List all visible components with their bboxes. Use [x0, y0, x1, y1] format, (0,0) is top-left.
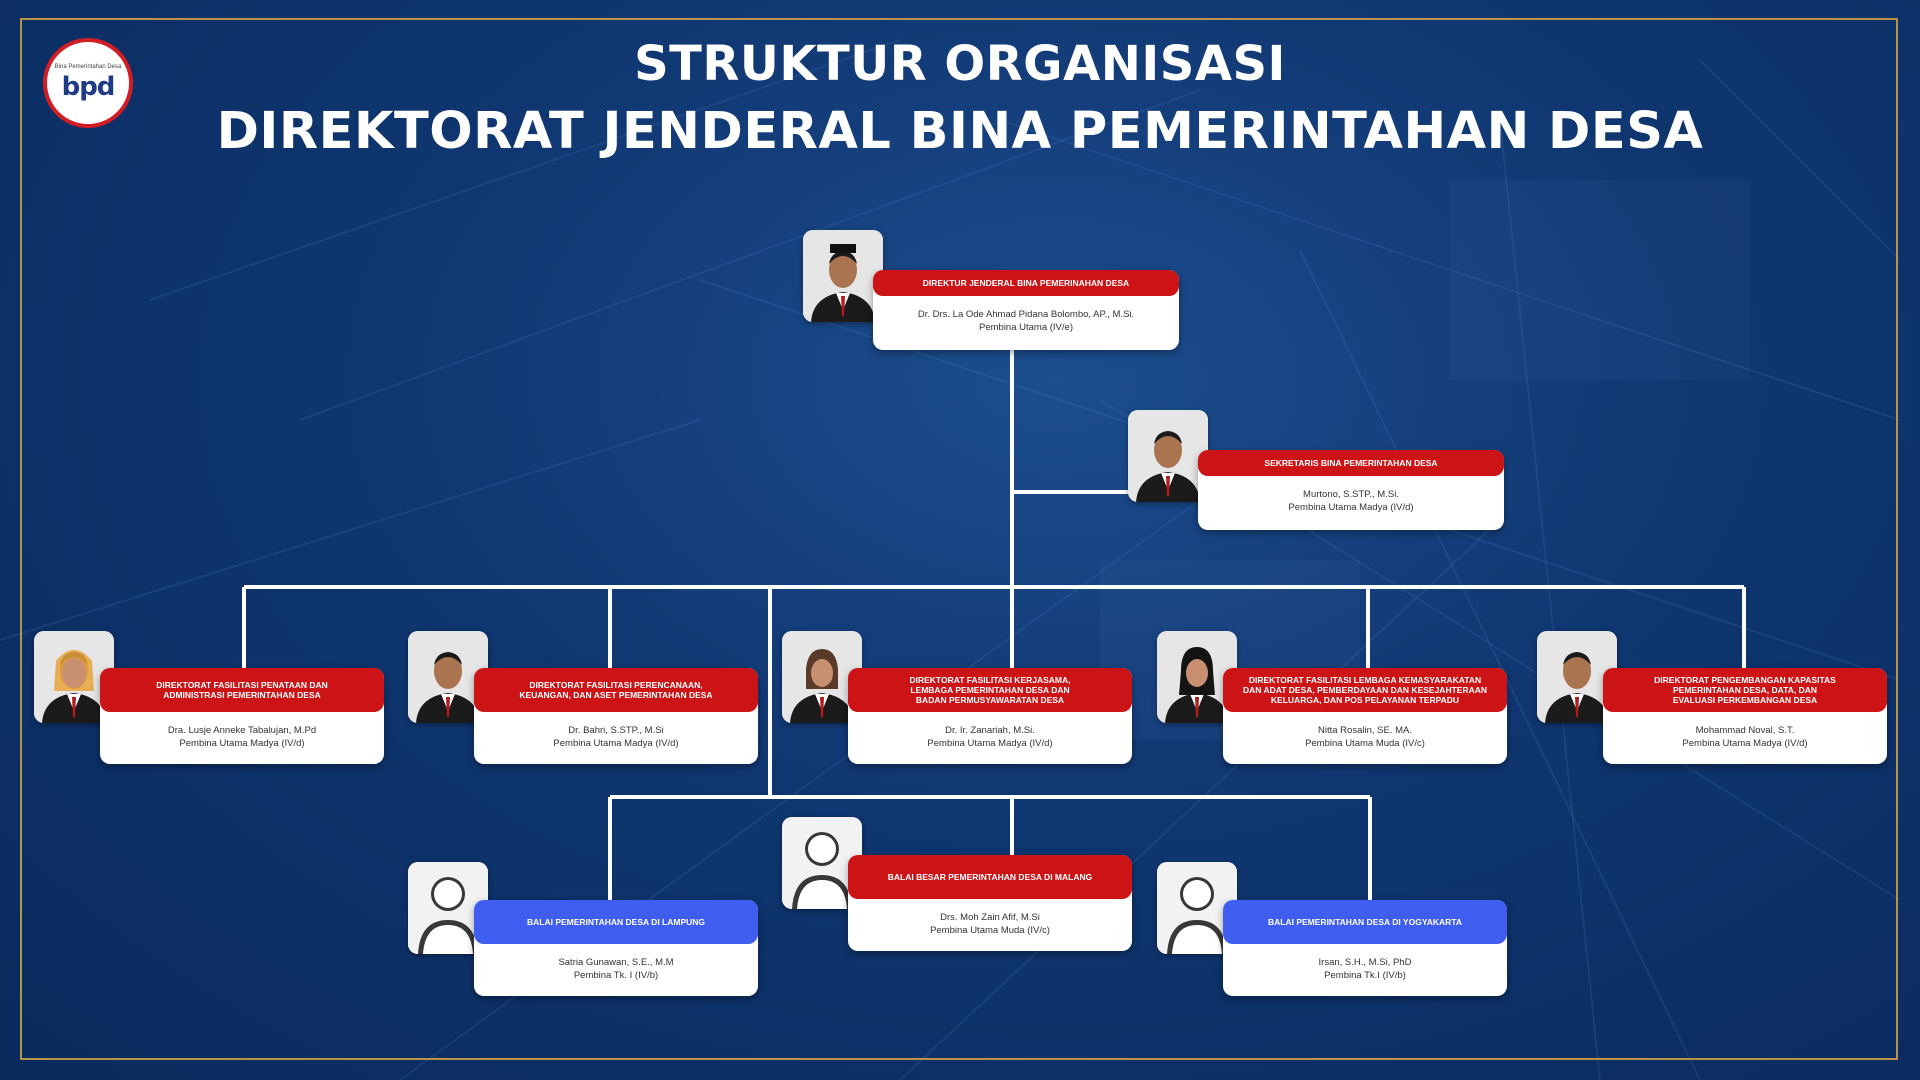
- sekretaris-title: SEKRETARIS BINA PEMERINTAHAN DESA: [1198, 450, 1504, 476]
- dir2-rank: Pembina Utama Madya (IV/d): [553, 738, 679, 749]
- dirjen-name: Dr. Drs. La Ode Ahmad Pidana Bolombo, AP…: [917, 309, 1135, 320]
- dir3-name: Dr. Ir. Zanariah, M.Si.: [945, 725, 1035, 736]
- balai-malang-rank: Pembina Utama Muda (IV/c): [930, 925, 1050, 936]
- balai-lampung-title: BALAI PEMERINTAHAN DESA DI LAMPUNG: [474, 900, 758, 944]
- dir2-title: DIREKTORAT FASILITASI PERENCANAAN, KEUAN…: [474, 668, 758, 712]
- dir2-name: Dr. Bahri, S.STP., M.Si: [568, 725, 664, 736]
- dir2-card: DIREKTORAT FASILITASI PERENCANAAN, KEUAN…: [474, 668, 758, 764]
- page-title-line1: STRUKTUR ORGANISASI: [634, 36, 1286, 92]
- dir5-name: Mohammad Noval, S.T.: [1695, 725, 1795, 736]
- balai-lampung-name: Satria Gunawan, S.E., M.M: [558, 957, 674, 968]
- dir5-rank: Pembina Utama Madya (IV/d): [1682, 738, 1808, 749]
- dir1-card: DIREKTORAT FASILITASI PENATAAN DAN ADMIN…: [100, 668, 384, 764]
- sekretaris-photo: [1128, 410, 1208, 502]
- dir4-card: DIREKTORAT FASILITASI LEMBAGA KEMASYARAK…: [1223, 668, 1507, 764]
- dir5-card: DIREKTORAT PENGEMBANGAN KAPASITAS PEMERI…: [1603, 668, 1887, 764]
- dirjen-card: DIREKTUR JENDERAL BINA PEMERINAHAN DESA …: [873, 270, 1179, 350]
- dir1-name: Dra. Lusje Anneke Tabalujan, M.Pd: [167, 725, 317, 736]
- dirjen-photo: [803, 230, 883, 322]
- balai-yogya-title: BALAI PEMERINTAHAN DESA DI YOGYAKARTA: [1223, 900, 1507, 944]
- balai-yogya-rank: Pembina Tk.I (IV/b): [1324, 970, 1406, 981]
- balai-lampung-rank: Pembina Tk. I (IV/b): [573, 970, 659, 981]
- logo-text: bpd: [61, 72, 116, 102]
- dir1-rank: Pembina Utama Madya (IV/d): [179, 738, 305, 749]
- dir3-rank: Pembina Utama Madya (IV/d): [927, 738, 1053, 749]
- balai-malang-name: Drs. Moh Zain Afif, M.Si: [940, 912, 1040, 923]
- dir3-title: DIREKTORAT FASILITASI KERJASAMA, LEMBAGA…: [848, 668, 1132, 712]
- balai-yogya-card: BALAI PEMERINTAHAN DESA DI YOGYAKARTA Ir…: [1223, 900, 1507, 996]
- dir4-title: DIREKTORAT FASILITASI LEMBAGA KEMASYARAK…: [1223, 668, 1507, 712]
- balai-malang-title: BALAI BESAR PEMERINTAHAN DESA DI MALANG: [848, 855, 1132, 899]
- dir4-name: Nitta Rosalin, SE. MA.: [1318, 725, 1412, 736]
- sekretaris-card: SEKRETARIS BINA PEMERINTAHAN DESA Murton…: [1198, 450, 1504, 530]
- sekretaris-name: Murtono, S.STP., M.Si.: [1303, 489, 1399, 500]
- dir1-title: DIREKTORAT FASILITASI PENATAAN DAN ADMIN…: [100, 668, 384, 712]
- sekretaris-rank: Pembina Utama Madya (IV/d): [1288, 502, 1414, 513]
- page-title-line2: DIREKTORAT JENDERAL BINA PEMERINTAHAN DE…: [216, 102, 1704, 161]
- dirjen-title: DIREKTUR JENDERAL BINA PEMERINAHAN DESA: [873, 270, 1179, 296]
- dir4-rank: Pembina Utama Muda (IV/c): [1305, 738, 1425, 749]
- balai-lampung-card: BALAI PEMERINTAHAN DESA DI LAMPUNG Satri…: [474, 900, 758, 996]
- balai-malang-card: BALAI BESAR PEMERINTAHAN DESA DI MALANG …: [848, 855, 1132, 951]
- dirjen-rank: Pembina Utama (IV/e): [979, 322, 1073, 333]
- page-frame: [20, 18, 1898, 1060]
- balai-yogya-name: Irsan, S.H., M.Si, PhD: [1318, 957, 1412, 968]
- dir5-title: DIREKTORAT PENGEMBANGAN KAPASITAS PEMERI…: [1603, 668, 1887, 712]
- logo-caption: Bina Pemerintahan Desa: [54, 64, 122, 70]
- bpd-logo: Bina Pemerintahan Desa bpd: [43, 38, 133, 128]
- dir3-card: DIREKTORAT FASILITASI KERJASAMA, LEMBAGA…: [848, 668, 1132, 764]
